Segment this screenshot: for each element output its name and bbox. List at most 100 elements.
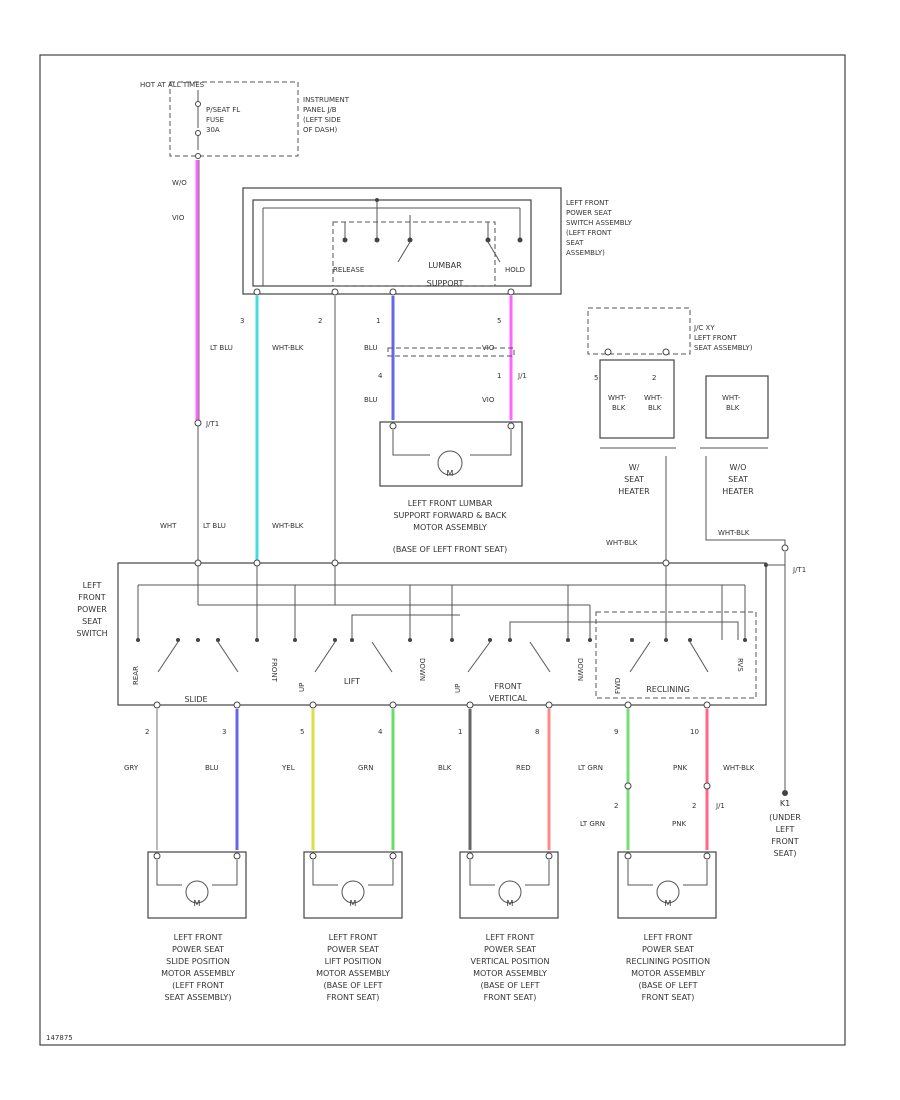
main-switch-label-3: POWER <box>77 605 107 614</box>
lumbar-wires: 3 LT BLU 2 WHT-BLK 1 BLU 4 BLU 5 VIO 1 J… <box>210 296 527 560</box>
reclining-motor-label-1: LEFT FRONT <box>644 933 693 942</box>
slide-motor-label-4: MOTOR ASSEMBLY <box>161 969 235 978</box>
heater-wire-a-2: BLK <box>612 404 626 412</box>
feed-wire-code: W/O <box>172 179 187 187</box>
slide-motor-icon <box>185 880 209 904</box>
jb-location-2: PANEL J/B <box>303 106 337 114</box>
wht-blk-lower-label: WHT-BLK <box>272 522 304 530</box>
lt-blu-label: LT BLU <box>210 344 233 352</box>
heater-wire-b-1: WHT- <box>644 394 663 402</box>
ground-label-2: (UNDER <box>769 813 801 822</box>
without-heater-label-1: W/O <box>730 463 747 472</box>
pnk-label: PNK <box>673 764 687 772</box>
output-wires: 2 3 5 4 1 8 9 10 GRY BLU YEL GRN BLK RED… <box>124 709 725 850</box>
junction-label: J/T1 <box>205 420 219 428</box>
lift-pin-4: 4 <box>378 728 383 736</box>
slide-motor-label-3: SLIDE POSITION <box>166 957 230 966</box>
down-label-lift: DOWN <box>418 658 426 681</box>
without-heater-label-3: HEATER <box>722 487 754 496</box>
yel-label: YEL <box>281 764 295 772</box>
lift-motor-label-3: LIFT POSITION <box>325 957 382 966</box>
reclining-motor-label-5: (BASE OF LEFT <box>638 981 697 990</box>
lift-motor-label-4: MOTOR ASSEMBLY <box>316 969 390 978</box>
lift-motor-icon <box>341 880 365 904</box>
hold-label: HOLD <box>505 266 525 274</box>
vertical-motor-label-6: FRONT SEAT) <box>484 993 537 1002</box>
slide-motor-label-5: (LEFT FRONT <box>172 981 224 990</box>
junction-j1-label: J/1 <box>517 372 527 380</box>
blk-label: BLK <box>438 764 452 772</box>
reclining-motor-label-2: POWER SEAT <box>642 945 694 954</box>
slide-pin-2: 2 <box>145 728 149 736</box>
blu-label-1: BLU <box>364 344 377 352</box>
reclining-motor-label-3: RECLINING POSITION <box>626 957 710 966</box>
lumbar-switch-label-5: SEAT <box>566 239 584 247</box>
main-switch-label-1: LEFT <box>83 581 102 590</box>
feed-wire-color: VIO <box>172 214 185 222</box>
up-label-vertical: UP <box>454 684 462 693</box>
pin-5-label: 5 <box>497 317 501 325</box>
vertical-motor-label-2: POWER SEAT <box>484 945 536 954</box>
lift-motor-label-2: POWER SEAT <box>327 945 379 954</box>
recline-junction-label: J/1 <box>715 802 725 810</box>
blu-label-2: BLU <box>364 396 377 404</box>
without-heater-label-2: SEAT <box>728 475 748 484</box>
front-vertical-label-2: VERTICAL <box>489 694 528 703</box>
slide-motor-label-2: POWER SEAT <box>172 945 224 954</box>
lumbar-label-2: SUPPORT <box>427 279 464 288</box>
gry-label: GRY <box>124 764 139 772</box>
seat-heater-section: J/C XY LEFT FRONT SEAT ASSEMBLY) 5 2 WHT… <box>587 307 806 574</box>
reclining-motor-icon <box>656 880 680 904</box>
lift-motor-label-1: LEFT FRONT <box>329 933 378 942</box>
heater-pin-5: 5 <box>594 374 598 382</box>
no-heater-out-wire-label: WHT-BLK <box>718 529 750 537</box>
vertical-motor-label-3: VERTICAL POSITION <box>471 957 550 966</box>
pin-2-label: 2 <box>318 317 322 325</box>
down-label-vertical: DOWN <box>576 658 584 681</box>
rvs-label-recline: RVS <box>736 658 744 672</box>
up-label-lift: UP <box>298 683 306 692</box>
slide-motor-label-6: SEAT ASSEMBLY) <box>165 993 232 1002</box>
jb-location-4: OF DASH) <box>303 126 338 134</box>
recline-motor-pin-2a: 2 <box>614 802 618 810</box>
no-heater-wire-2: BLK <box>726 404 740 412</box>
fuse-label-2: FUSE <box>206 116 224 124</box>
heater-wire-b-2: BLK <box>648 404 662 412</box>
lumbar-switch-label-2: POWER SEAT <box>566 209 612 217</box>
feed-wire: W/O VIO J/T1 WHT <box>160 160 219 560</box>
reclining-motor-label-4: MOTOR ASSEMBLY <box>631 969 705 978</box>
main-power-seat-switch: LEFT FRONT POWER SEAT SWITCH <box>76 559 785 709</box>
vertical-motor-label-1: LEFT FRONT <box>486 933 535 942</box>
recline-pin-9: 9 <box>614 728 618 736</box>
front-label-slide: FRONT <box>270 658 278 683</box>
lumbar-switch-label-6: ASSEMBLY) <box>566 249 605 257</box>
vertical-motor-m: M <box>507 899 514 908</box>
vertical-motor-icon <box>498 880 522 904</box>
pnk-lower-label: PNK <box>672 820 686 828</box>
fuse-label-3: 30A <box>206 126 220 134</box>
heater-connector-label-2: LEFT FRONT <box>694 334 737 342</box>
ground-point <box>782 790 788 796</box>
heater-pin-2: 2 <box>652 374 656 382</box>
lumbar-switch-label-1: LEFT FRONT <box>566 199 609 207</box>
diagram-reference-number: 147875 <box>46 1034 73 1042</box>
lumbar-motor-m: M <box>447 469 454 478</box>
vertical-pin-1: 1 <box>458 728 462 736</box>
lift-motor-label-6: FRONT SEAT) <box>327 993 380 1002</box>
slide-motor: M LEFT FRONT POWER SEAT SLIDE POSITION M… <box>147 851 247 1002</box>
vertical-motor-label-5: (BASE OF LEFT <box>480 981 539 990</box>
diagram-frame <box>39 54 846 1046</box>
heater-connector-label-3: SEAT ASSEMBLY) <box>694 344 753 352</box>
heater-connector-label-1: J/C XY <box>693 324 715 332</box>
lumbar-switch-label-3: SWITCH ASSEMBLY <box>566 219 633 227</box>
heater-out-wire-label: WHT-BLK <box>606 539 638 547</box>
hot-at-all-times-label: HOT AT ALL TIMES <box>140 81 205 89</box>
main-switch-label-2: FRONT <box>78 593 105 602</box>
lift-motor: M LEFT FRONT POWER SEAT LIFT POSITION MO… <box>303 851 403 1002</box>
recline-motor-pin-2b: 2 <box>692 802 696 810</box>
rear-label-slide: REAR <box>132 666 140 685</box>
ground-wire-label: WHT-BLK <box>723 764 755 772</box>
fwd-label-recline: FWD <box>614 678 622 694</box>
fuse-block: HOT AT ALL TIMES P/SEAT FL FUSE 30A INST… <box>140 81 350 159</box>
